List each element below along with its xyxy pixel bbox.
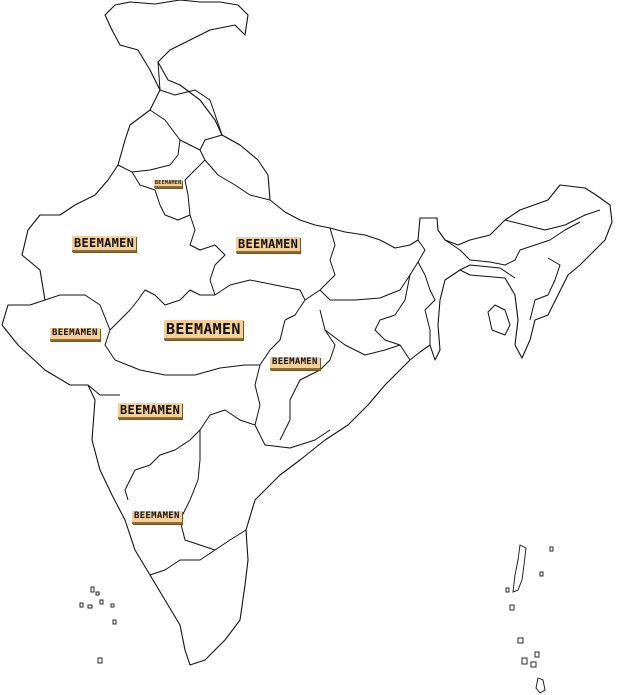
border-mh-tel (174, 409, 256, 451)
label-uttar-pradesh: BEEMAMEN (236, 237, 301, 254)
border-jh-wb (374, 274, 411, 361)
label-karnataka: BEEMAMEN (132, 511, 182, 524)
border-ap-tn (214, 529, 247, 551)
border-hp-punjab (117, 109, 181, 173)
border-up-mp (214, 279, 306, 321)
border-uk-up (204, 159, 271, 201)
mainland-outline (1, 0, 613, 666)
label-rajasthan: BEEMAMEN (72, 236, 137, 253)
border-cg-odisha (279, 309, 336, 441)
label-gujarat: BEEMAMEN (50, 328, 100, 341)
label-maharashtra: BEEMAMEN (118, 403, 183, 420)
label-madhya-pradesh: BEEMAMEN (164, 320, 243, 340)
border-jk-hp (157, 61, 223, 136)
border-mp-mh (114, 359, 260, 376)
label-chhattisgarh: BEEMAMEN (270, 357, 320, 370)
border-ne-assam (444, 221, 581, 266)
border-tripura (487, 304, 511, 336)
border-mh-kar (124, 449, 176, 501)
border-nagaland (529, 257, 561, 321)
andaman-nicobar-islands (505, 544, 554, 694)
border-haryana (131, 149, 206, 221)
border-arunachal (504, 209, 601, 231)
border-up-bihar (304, 227, 336, 301)
border-sikkim (417, 239, 436, 345)
border-tel-ap (254, 424, 331, 449)
border-meghalaya (459, 264, 516, 279)
border-raj-guj (44, 294, 111, 331)
lakshadweep-islands (79, 586, 117, 664)
border-kar-tn (149, 549, 216, 576)
border-raj-up (189, 214, 226, 296)
border-kar-ap (179, 430, 216, 551)
border-guj-mh (87, 384, 120, 396)
label-delhi: BEEMAMEN (154, 180, 183, 188)
border-jh-odisha (324, 329, 401, 356)
border-hp-uk (179, 134, 241, 151)
